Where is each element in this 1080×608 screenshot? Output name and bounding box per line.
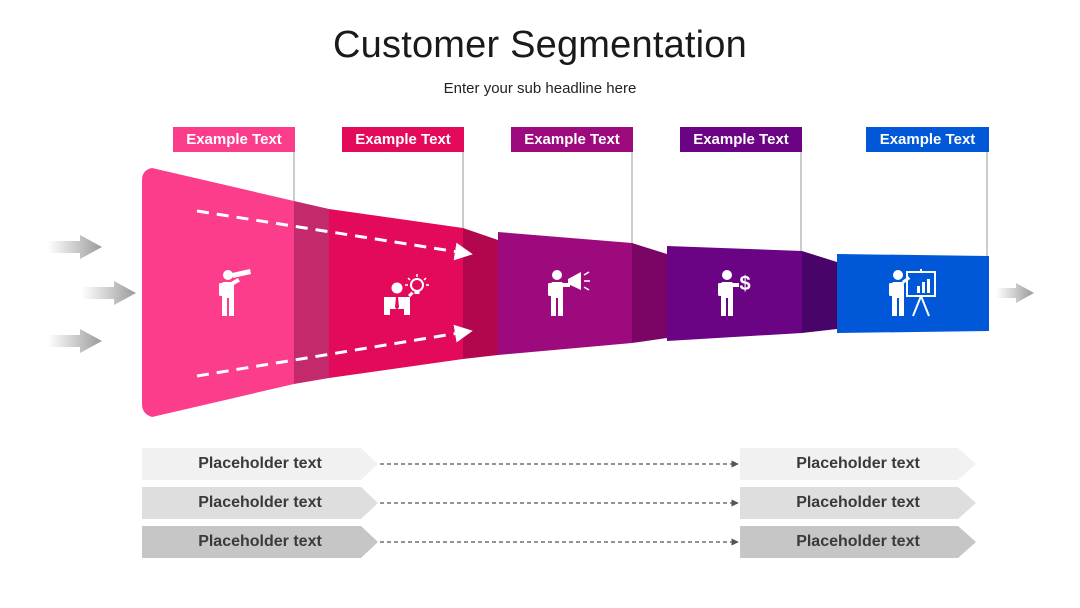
output-arrow [996,283,1034,303]
row-2-right-chevron [740,487,976,519]
row-1-right-chevron [740,448,976,480]
row-1-right-text: Placeholder text [796,455,920,472]
input-arrow-top [48,235,102,259]
input-arrow-bottom [48,329,102,353]
person-telescope-icon [219,269,251,316]
stage-label-3: Example Text [511,127,633,152]
connector-4-5 [802,251,837,333]
funnel-stage-1 [142,168,294,417]
dashed-flow-top [196,209,473,261]
funnel-stage-4 [667,246,802,341]
svg-text:$: $ [739,273,750,295]
row-3-left-text: Placeholder text [198,533,322,550]
stage-label-4: Example Text [680,127,802,152]
row-1-left-text: Placeholder text [198,455,322,472]
stage-label-2: Example Text [342,127,464,152]
row-2-left-text: Placeholder text [198,494,322,511]
row-1-left-chevron [142,448,378,480]
row-2-left-chevron [142,487,378,519]
stage-label-5: Example Text [866,127,989,152]
stage-label-1: Example Text [173,127,295,152]
funnel-stage-2 [329,209,463,378]
label-leader-lines [293,152,988,256]
page-subtitle: Enter your sub headline here [443,80,637,97]
connector-1-2 [294,201,329,384]
connector-2-3 [463,228,498,359]
row-2-right-text: Placeholder text [796,494,920,511]
person-megaphone-icon [548,270,590,316]
row-3-right-text: Placeholder text [796,533,920,550]
person-presentation-icon [889,269,936,317]
bottom-rows [142,448,976,558]
funnel-stage-3 [498,232,632,355]
input-arrows [48,235,136,353]
funnel-stage-5 [837,254,989,333]
row-3-right-chevron [740,526,976,558]
input-arrow-middle [82,281,136,305]
row-3-left-chevron [142,526,378,558]
connector-3-4 [632,243,667,343]
page-title: Customer Segmentation [333,24,747,66]
person-dollar-icon: $ [718,270,751,316]
dashed-flow-bottom [196,324,473,378]
person-lightbulb-icon [384,274,429,315]
